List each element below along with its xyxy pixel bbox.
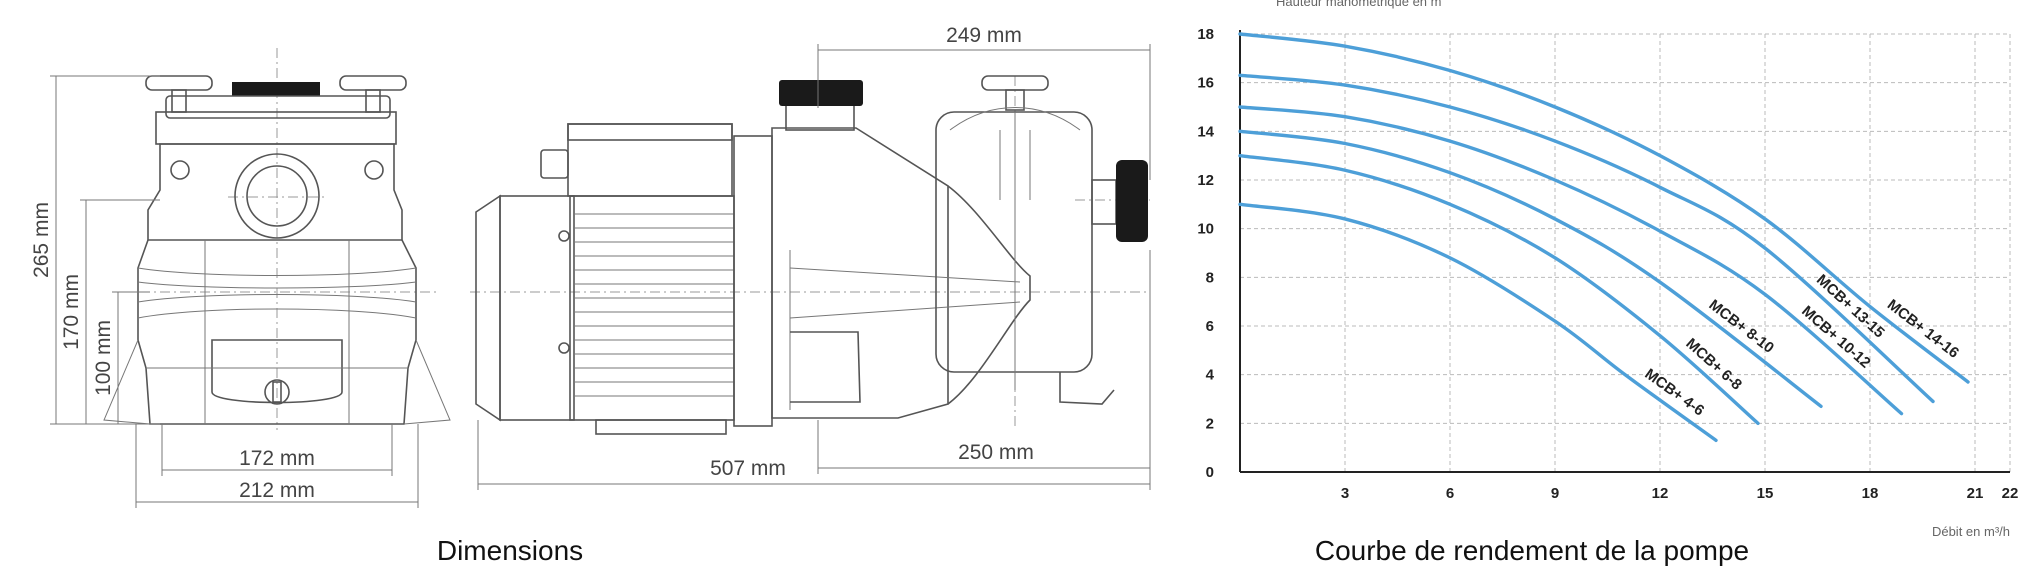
y-tick-label: 10 [1197, 221, 1214, 238]
curve-mcb-10-12 [1238, 105, 1904, 416]
x-tick-label: 9 [1551, 485, 1559, 502]
front-view-drawing [103, 48, 451, 430]
dim-length-507: 507 mm [710, 457, 786, 480]
y-tick-label: 2 [1206, 415, 1214, 432]
dim-width-212: 212 mm [239, 479, 315, 502]
curve-label: MCB+ 8-10 [1706, 296, 1777, 357]
side-view-dimension-lines [477, 44, 1151, 490]
x-axis-title: Débit en m³/h [1932, 524, 2010, 539]
x-tick-label: 12 [1652, 485, 1669, 502]
x-tick-label: 6 [1446, 485, 1454, 502]
dim-height-265: 265 mm [30, 202, 53, 278]
y-tick-label: 16 [1197, 75, 1214, 92]
x-tick-label: 3 [1341, 485, 1349, 502]
curve-mcb-8-10 [1238, 129, 1823, 408]
x-tick-label: 22 [2002, 485, 2019, 502]
side-view-drawing [470, 75, 1150, 435]
dim-length-249: 249 mm [946, 24, 1022, 47]
y-axis-title: Hauteur manométrique en m [1276, 0, 1441, 9]
curve-mcb-13-15 [1238, 73, 1935, 404]
dim-height-100: 100 mm [92, 320, 115, 396]
performance-chart: 0 2 4 6 8 10 12 14 16 18 3 6 9 12 15 18 21 22 MCB+ 4-6MCB… [1197, 26, 2018, 502]
dim-width-172: 172 mm [239, 447, 315, 470]
chart-curves [1238, 32, 1970, 443]
dim-length-250: 250 mm [958, 441, 1034, 464]
motor-fins [574, 213, 734, 397]
x-tick-label: 21 [1967, 485, 1984, 502]
curve-mcb-4-6 [1238, 202, 1718, 443]
y-tick-label: 4 [1206, 367, 1215, 384]
dimensions-caption: Dimensions [437, 535, 583, 566]
curve-mcb-6-8 [1238, 153, 1760, 426]
front-view-dimension-lines [50, 75, 419, 508]
dim-height-170: 170 mm [60, 274, 83, 350]
chart-ticks: 0 2 4 6 8 10 12 14 16 18 3 6 9 12 15 18 21 22 [1197, 26, 2018, 502]
curve-mcb-14-16 [1238, 32, 1970, 384]
y-tick-label: 14 [1197, 123, 1214, 140]
y-tick-label: 8 [1206, 269, 1214, 286]
x-tick-label: 15 [1757, 485, 1774, 502]
y-tick-label: 18 [1197, 26, 1214, 43]
y-tick-label: 0 [1206, 464, 1214, 481]
x-tick-label: 18 [1862, 485, 1879, 502]
y-tick-label: 12 [1197, 172, 1214, 189]
chart-caption: Courbe de rendement de la pompe [1315, 535, 1749, 566]
y-tick-label: 6 [1206, 318, 1214, 335]
curve-label: MCB+ 14-16 [1884, 296, 1962, 362]
